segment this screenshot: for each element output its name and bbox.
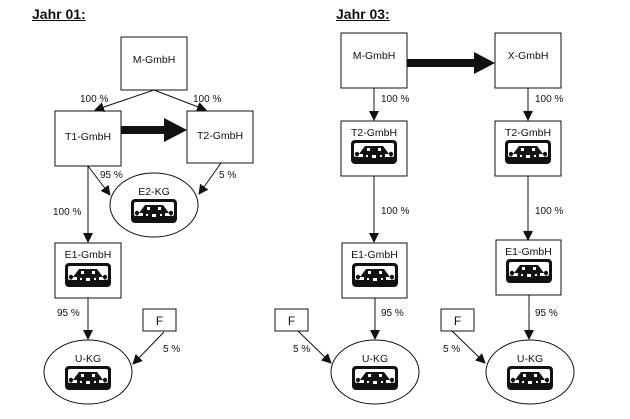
house-icon — [506, 259, 552, 283]
node-label: T2-GmbH — [505, 127, 551, 139]
edge-label: 100 % — [381, 94, 409, 105]
node-label: E2-KG — [138, 186, 170, 198]
node-m-gmbh: M-GmbH — [120, 36, 188, 91]
node-t2-gmbh-right: T2-GmbH — [494, 120, 562, 177]
node-label: T2-GmbH — [197, 130, 243, 142]
node-f-right: F — [440, 308, 475, 332]
node-x-gmbh: X-GmbH — [494, 32, 562, 89]
node-u-kg: U-KG — [43, 339, 133, 405]
edge-label: 5 % — [219, 170, 236, 181]
node-label: E1-GmbH — [505, 246, 552, 258]
transfer-arrow-t1-t2 — [121, 118, 187, 142]
panel-title-jahr-01: Jahr 01: — [32, 6, 86, 22]
node-label: F — [454, 314, 461, 328]
edge-label: 5 % — [293, 344, 310, 355]
edge-label: 95 % — [381, 308, 404, 319]
edge-label: 100 % — [535, 94, 563, 105]
edge-f-u-left — [297, 330, 332, 364]
edge-label: 95 % — [57, 308, 80, 319]
house-icon — [352, 263, 398, 287]
node-u-kg-right: U-KG — [485, 339, 575, 405]
house-icon — [131, 199, 177, 223]
edge-m-t1 — [94, 89, 155, 112]
edge-label: 100 % — [53, 207, 81, 218]
transfer-arrow-m-x — [407, 52, 495, 74]
edge-label: 5 % — [443, 344, 460, 355]
node-label: F — [288, 314, 295, 328]
node-t1-gmbh: T1-GmbH — [54, 110, 122, 167]
edge-label: 100 % — [381, 206, 409, 217]
node-label: U-KG — [362, 353, 388, 365]
edge-label: 100 % — [535, 206, 563, 217]
house-icon — [352, 366, 398, 390]
node-label: T1-GmbH — [65, 131, 111, 143]
panel-jahr-01: M-GmbH T1-GmbH T2-GmbH E2-KG E1-GmbH F U… — [43, 36, 254, 405]
node-label: T2-GmbH — [351, 127, 397, 139]
node-e1-gmbh: E1-GmbH — [54, 242, 122, 299]
edge-t2-e2 — [198, 162, 222, 195]
node-e1-gmbh-left: E1-GmbH — [341, 242, 408, 299]
panel-jahr-03: M-GmbH X-GmbH 100 % 100 % T2-GmbH T2-Gmb… — [274, 32, 575, 405]
node-f: F — [142, 308, 177, 332]
panel-title-jahr-03: Jahr 03: — [336, 6, 390, 22]
house-icon — [65, 263, 111, 287]
edge-f-u — [132, 331, 165, 365]
edge-m-t2 — [153, 89, 207, 112]
node-label: X-GmbH — [508, 50, 549, 62]
node-u-kg-left: U-KG — [330, 339, 420, 405]
edge-label: 100 % — [80, 94, 108, 105]
house-icon — [351, 140, 397, 164]
node-f-left: F — [274, 308, 309, 332]
edge-label: 95 % — [100, 170, 123, 181]
node-label: F — [156, 314, 163, 328]
node-label: U-KG — [75, 353, 101, 365]
house-icon — [505, 140, 551, 164]
node-label: E1-GmbH — [65, 249, 112, 261]
edge-label: 95 % — [535, 308, 558, 319]
edge-t1-e2 — [87, 165, 111, 196]
house-icon — [65, 366, 111, 390]
node-e1-gmbh-right: E1-GmbH — [495, 239, 562, 296]
edge-label: 5 % — [163, 344, 180, 355]
house-icon — [507, 366, 553, 390]
node-label: M-GmbH — [353, 50, 396, 62]
node-t2-gmbh: T2-GmbH — [186, 110, 254, 164]
node-e2-kg: E2-KG — [109, 172, 199, 238]
node-m-gmbh: M-GmbH — [340, 32, 408, 89]
node-label: E1-GmbH — [351, 249, 398, 261]
edge-label: 100 % — [193, 94, 221, 105]
node-label: U-KG — [517, 353, 543, 365]
node-t2-gmbh-left: T2-GmbH — [340, 120, 408, 177]
node-label: M-GmbH — [133, 54, 176, 66]
edge-f-u-right — [451, 330, 486, 364]
